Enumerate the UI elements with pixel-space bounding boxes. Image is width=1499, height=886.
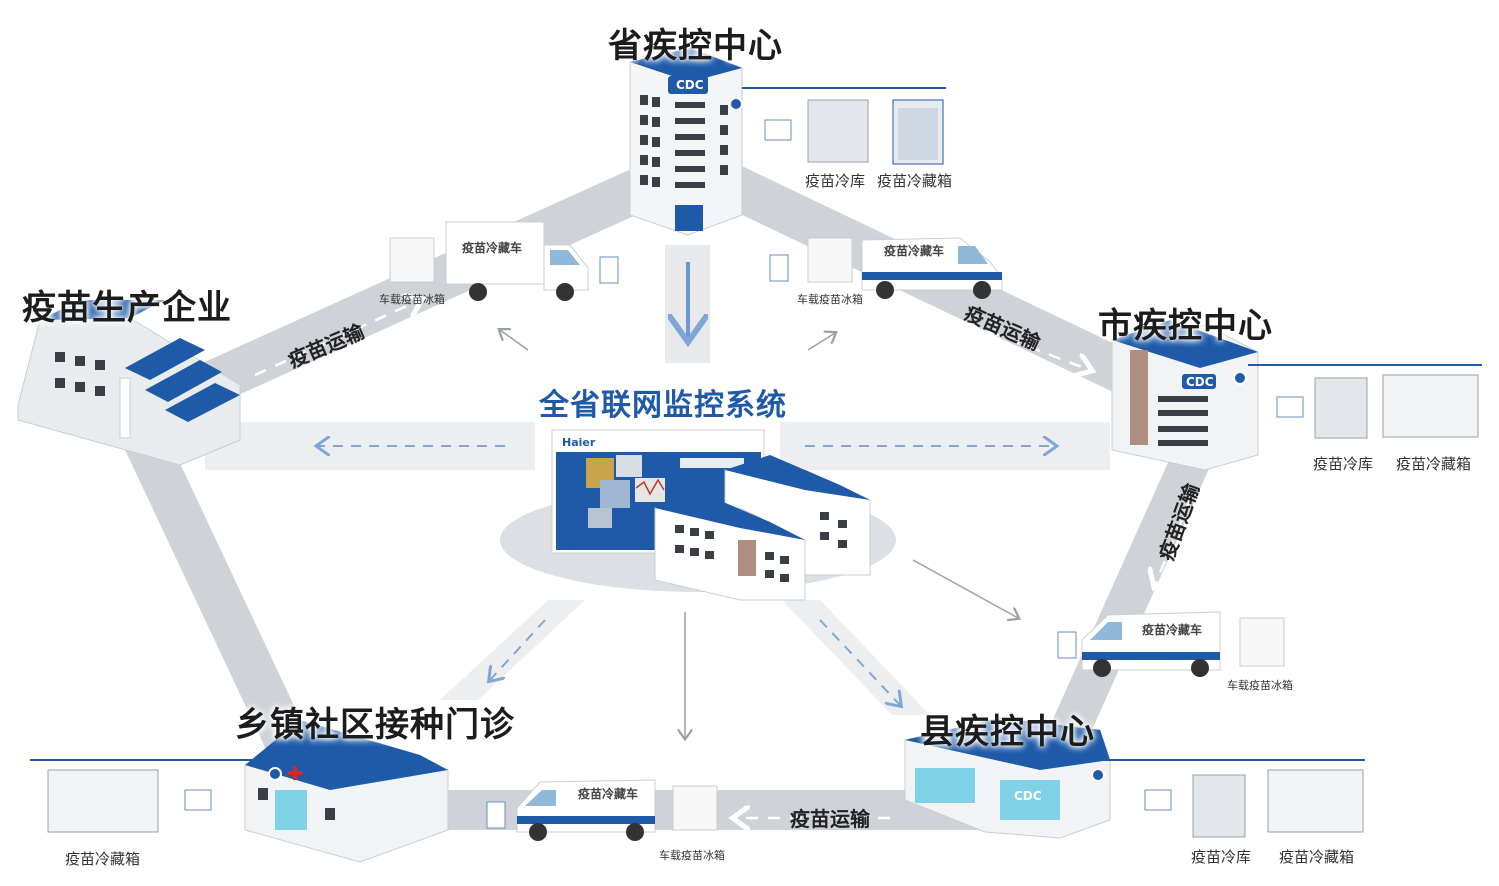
refrigerated-van-bottom: 疫苗冷藏车 bbox=[516, 779, 656, 841]
vehicle-fridge-1 bbox=[389, 237, 435, 283]
province-cdc-title: 省疾控中心 bbox=[608, 26, 783, 66]
cold-storage-caption-province: 疫苗冷库 bbox=[805, 172, 866, 190]
sensor-tags bbox=[184, 119, 1304, 829]
road-city-county bbox=[1051, 431, 1219, 739]
vehicle-fridge-2 bbox=[807, 237, 853, 283]
refrigerated-truck-top-left: 疫苗冷藏车 bbox=[445, 221, 589, 301]
svg-text:疫苗冷藏车: 疫苗冷藏车 bbox=[462, 240, 522, 255]
refrigerated-van-right: 疫苗冷藏车 bbox=[1081, 611, 1221, 677]
refrigerator-caption-clinic: 疫苗冷藏箱 bbox=[65, 850, 141, 868]
band-county bbox=[782, 600, 930, 715]
cold-storage-units bbox=[807, 99, 1368, 838]
province-cdc-building: CDC bbox=[629, 47, 946, 236]
monitoring-links bbox=[205, 245, 1110, 738]
vehicle-fridge-caption-4: 车载疫苗冰箱 bbox=[659, 849, 725, 862]
clinic-title: 乡镇社区接种门诊 bbox=[235, 705, 515, 745]
manufacturer-building bbox=[17, 300, 241, 466]
county-cdc-title: 县疾控中心 bbox=[920, 712, 1095, 752]
vehicle-fridges bbox=[389, 237, 1285, 831]
manufacturer-title: 疫苗生产企业 bbox=[22, 288, 232, 328]
vehicle-fridge-3 bbox=[1239, 617, 1285, 667]
vehicle-fridge-caption-3: 车载疫苗冰箱 bbox=[1227, 679, 1293, 692]
refrigerator-units bbox=[47, 99, 1479, 833]
city-cdc-building: CDC bbox=[1111, 320, 1482, 471]
monitoring-system-title: 全省联网监控系统 bbox=[539, 388, 787, 423]
central-monitoring-hub: Haier bbox=[500, 429, 896, 601]
transport-label-bottom: 疫苗运输 bbox=[790, 807, 871, 831]
refrigerator-caption-province: 疫苗冷藏箱 bbox=[877, 172, 953, 190]
county-cdc-building: CDC bbox=[904, 717, 1365, 839]
svg-text:疫苗冷藏车: 疫苗冷藏车 bbox=[578, 786, 638, 801]
svg-text:CDC: CDC bbox=[676, 78, 704, 92]
svg-text:疫苗冷藏车: 疫苗冷藏车 bbox=[884, 243, 944, 258]
band-clinic bbox=[440, 600, 585, 700]
refrigerator-caption-city: 疫苗冷藏箱 bbox=[1396, 455, 1472, 473]
svg-text:疫苗冷藏车: 疫苗冷藏车 bbox=[1142, 622, 1202, 637]
refrigerator-caption-county: 疫苗冷藏箱 bbox=[1279, 848, 1355, 866]
road-manufacturer-clinic bbox=[120, 420, 320, 780]
haier-logo: Haier bbox=[562, 436, 596, 449]
road-network bbox=[120, 159, 1219, 818]
cold-storage-caption-county: 疫苗冷库 bbox=[1191, 848, 1252, 866]
vehicle-fridge-4 bbox=[672, 785, 718, 831]
city-cdc-title: 市疾控中心 bbox=[1098, 306, 1273, 346]
clinic-building bbox=[30, 720, 449, 863]
cold-storage-caption-city: 疫苗冷库 bbox=[1313, 455, 1374, 473]
vehicle-fridge-caption-2: 车载疫苗冰箱 bbox=[797, 293, 863, 306]
vehicle-fridge-caption-1: 车载疫苗冰箱 bbox=[379, 293, 445, 306]
refrigerated-van-top-right: 疫苗冷藏车 bbox=[861, 237, 1003, 299]
svg-text:CDC: CDC bbox=[1014, 789, 1042, 803]
svg-text:CDC: CDC bbox=[1186, 375, 1214, 389]
